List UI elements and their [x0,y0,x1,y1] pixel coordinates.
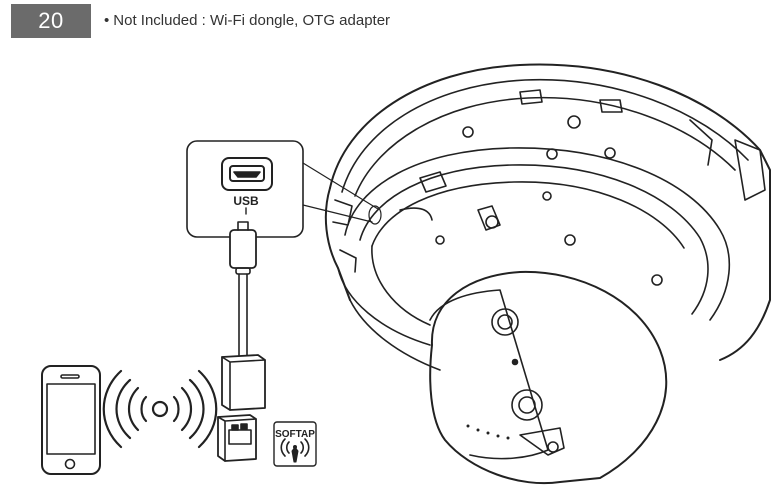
dome-camera-illustration [324,63,771,485]
note-bullet: • [104,12,110,29]
softap-wifi-icon: SOFTAP [273,421,317,467]
not-included-note: •Not Included : Wi-Fi dongle, OTG adapte… [104,12,390,29]
note-text: Not Included : Wi-Fi dongle, OTG adapter [113,12,391,29]
wifi-waves-icon [102,369,218,449]
otg-adapter-illustration [221,221,266,411]
usb-port-label: USB [233,194,259,208]
page-number: 20 [11,4,91,38]
usb-port-icon [221,157,273,191]
wifi-dongle-illustration [217,414,257,462]
usb-port-callout: USB [186,140,382,238]
softap-label: SOFTAP [275,429,315,440]
smartphone-icon [41,365,101,475]
